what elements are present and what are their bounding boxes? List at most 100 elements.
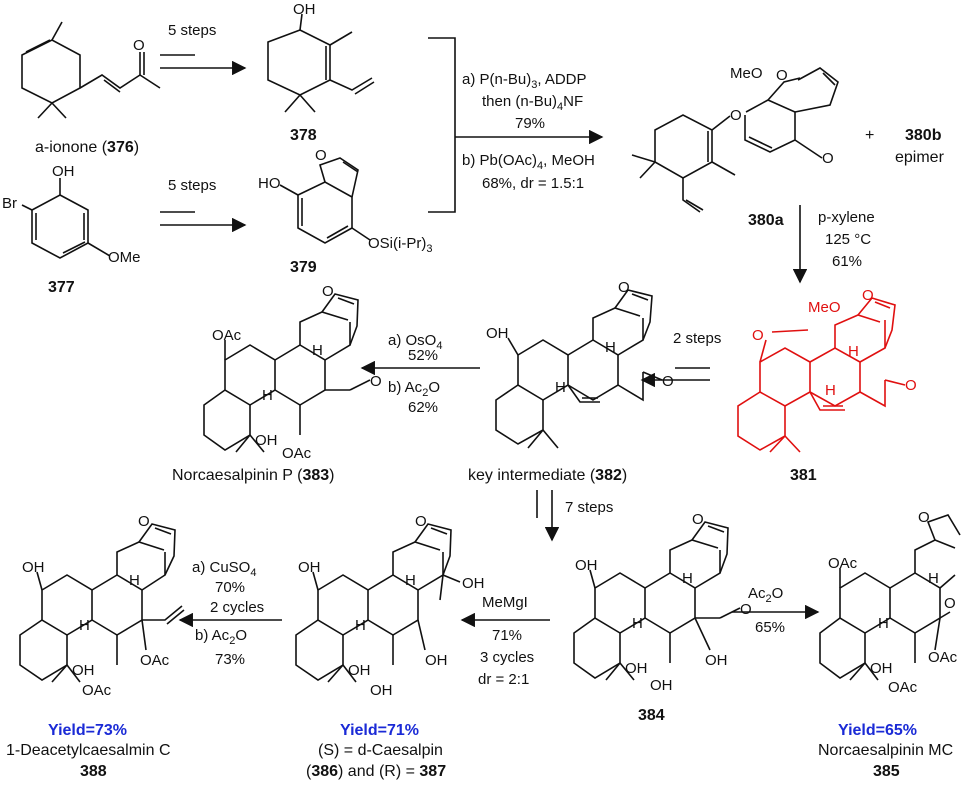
steps-376-378: 5 steps — [168, 22, 216, 39]
atom-meo-381: MeO — [808, 299, 841, 316]
atom-ome-377: OMe — [108, 249, 141, 266]
cond-b-line2: 68%, dr = 1.5:1 — [482, 175, 584, 192]
atom-oh-386: OH — [298, 559, 321, 576]
atom-h2-386: H — [405, 572, 416, 589]
atom-o-carbonyl-380a: O — [822, 150, 834, 167]
steps-377-379: 5 steps — [168, 177, 216, 194]
atom-h2-381: H — [848, 343, 859, 360]
cond-386-dr: dr = 2:1 — [478, 671, 529, 688]
label-378: 378 — [290, 127, 317, 144]
label-384: 384 — [638, 707, 665, 724]
atom-oh-383: OH — [255, 432, 278, 449]
steps-382-384: 7 steps — [565, 499, 613, 516]
label-380b: 380b — [905, 127, 942, 144]
atom-oh3-384: OH — [650, 677, 673, 694]
atom-o-376: O — [133, 37, 145, 54]
cond-thermal-yield: 61% — [832, 253, 862, 270]
structure-377: OH Br OMe — [2, 163, 141, 266]
atom-oh2-384: OH — [625, 660, 648, 677]
atom-ho-379: HO — [258, 175, 281, 192]
cond-thermal-solvent: p-xylene — [818, 209, 875, 226]
atom-oac-385: OAc — [828, 555, 858, 572]
atom-h2-382: H — [605, 339, 616, 356]
atom-h2-385: H — [928, 570, 939, 587]
atom-o-furan-384: O — [692, 511, 704, 528]
atom-osi-379: OSi(i-Pr)3 — [368, 235, 432, 255]
steps-381-382: 2 steps — [673, 330, 721, 347]
yield-385: Yield=65% — [838, 722, 917, 739]
atom-o-carbonyl-384: O — [740, 601, 752, 618]
atom-meo-380a: MeO — [730, 65, 763, 82]
atom-oh-tert-386: OH — [462, 575, 485, 592]
atom-oac2-388: OAc — [140, 652, 170, 669]
structure-382: O OH H H O — [486, 279, 674, 449]
structure-383: O OAc H H O OH OAc — [203, 283, 382, 462]
cond-a-line1: a) P(n-Bu)3, ADDP — [462, 71, 587, 91]
atom-o-furan-388: O — [138, 513, 150, 530]
label-383: Norcaesalpinin P (383) — [172, 467, 334, 484]
label-385-num: 385 — [873, 763, 900, 780]
label-376: a-ionone (376) — [35, 139, 139, 156]
yield-386: Yield=71% — [340, 722, 419, 739]
atom-h2-384: H — [682, 570, 693, 587]
cond-388-b-yield: 73% — [215, 651, 245, 668]
atom-o-furan-380a: O — [776, 67, 788, 84]
cond-385-yield: 65% — [755, 619, 785, 636]
label-380a: 380a — [748, 212, 784, 229]
plus-sign: + — [865, 127, 874, 144]
atom-o-bridge-381: O — [752, 327, 764, 344]
atom-oac3-385: OAc — [928, 649, 958, 666]
cond-385-reagent: Ac2O — [748, 585, 783, 605]
atom-oac2-383: OAc — [282, 445, 312, 462]
cond-388-cycles: 2 cycles — [210, 599, 264, 616]
atom-oh2-386: OH — [348, 662, 371, 679]
cond-383-b: b) Ac2O — [388, 379, 440, 399]
label-385-name: Norcaesalpinin MC — [818, 742, 953, 759]
atom-o-furan-385: O — [918, 509, 930, 526]
cond-thermal-temp: 125 °C — [825, 231, 871, 248]
yield-388: Yield=73% — [48, 722, 127, 739]
structure-386: O OH H H OH OH OH OH — [295, 513, 485, 699]
cond-a-line2: then (n-Bu)4NF — [482, 93, 583, 113]
label-379: 379 — [290, 259, 317, 276]
atom-h-381: H — [825, 382, 836, 399]
structure-379: O HO OSi(i-Pr)3 — [258, 147, 432, 255]
atom-h2-388: H — [129, 572, 140, 589]
cond-386-yield: 71% — [492, 627, 522, 644]
label-382: key intermediate (382) — [468, 467, 627, 484]
structure-380a: O MeO O O — [631, 65, 839, 213]
cond-383-a: a) OsO4 — [388, 332, 442, 352]
atom-o-furan-381: O — [862, 287, 874, 304]
atom-oac-388: OAc — [82, 682, 112, 699]
structure-376: O — [21, 21, 161, 119]
cond-383-b-yield: 62% — [408, 399, 438, 416]
atom-o-furan-386: O — [415, 513, 427, 530]
atom-h-382: H — [555, 379, 566, 396]
label-377: 377 — [48, 279, 75, 296]
atom-o-carbonyl-383: O — [370, 373, 382, 390]
atom-oh-385: OH — [870, 660, 893, 677]
atom-oac2-385: OAc — [888, 679, 918, 696]
atom-o-furan-383: O — [322, 283, 334, 300]
atom-o-carbonyl-381: O — [905, 377, 917, 394]
atom-oh2-388: OH — [72, 662, 95, 679]
atom-oac-383: OAc — [212, 327, 242, 344]
atom-o-carbonyl-385: O — [944, 595, 956, 612]
atom-oh-378: OH — [293, 1, 316, 18]
structure-385: O OAc H H O OH OAc OAc — [819, 509, 961, 696]
cond-386-cycles: 3 cycles — [480, 649, 534, 666]
cond-388-a: a) CuSO4 — [192, 559, 256, 579]
atom-oh4-386: OH — [425, 652, 448, 669]
cond-b-line1: b) Pb(OAc)4, MeOH — [462, 152, 595, 172]
atom-oh-388: OH — [22, 559, 45, 576]
atom-h-385: H — [878, 615, 889, 632]
cond-386-reagent: MeMgI — [482, 594, 528, 611]
coupling-bracket — [428, 37, 456, 213]
label-386-line1: (S) = d-Caesalpin — [318, 742, 443, 759]
cond-383-a-yield: 52% — [408, 347, 438, 364]
atom-o-furan-382: O — [618, 279, 630, 296]
label-388-name: 1-Deacetylcaesalmin C — [6, 742, 171, 759]
atom-oh4-384: OH — [705, 652, 728, 669]
